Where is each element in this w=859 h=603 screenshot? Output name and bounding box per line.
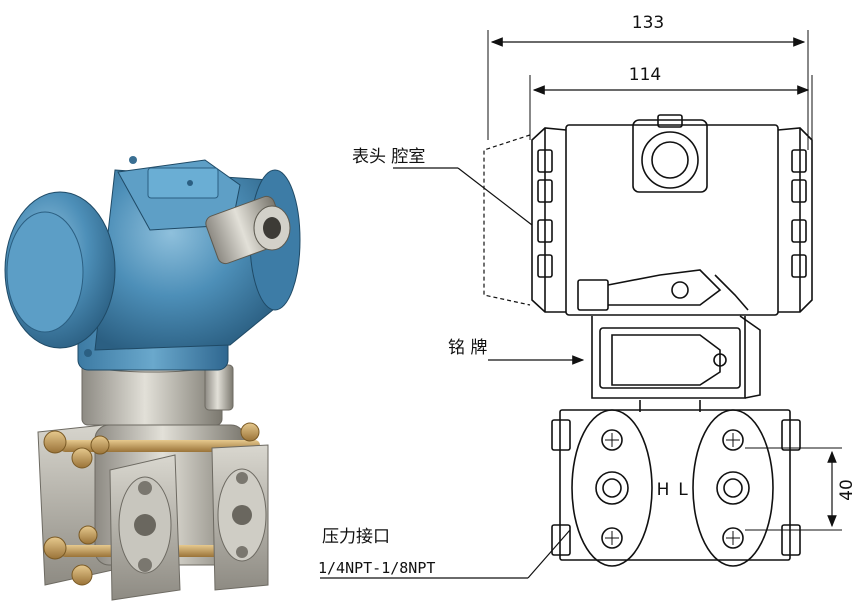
dim-label-spacing: 40 — [837, 479, 857, 501]
label-pressure-port: 压力接口 — [322, 527, 390, 547]
technical-drawing — [320, 30, 842, 579]
label-nameplate: 铭 牌 — [448, 338, 487, 358]
port-marker-low: L — [678, 480, 688, 500]
dimension-housing-width — [529, 75, 813, 150]
label-thread-spec: 1/4NPT-1/8NPT — [318, 559, 435, 577]
blue-housing — [4, 156, 301, 371]
transmitter-photo — [4, 156, 301, 601]
port-marker-high: H — [657, 480, 670, 500]
housing-outline — [483, 114, 813, 316]
sensor-flange-assembly — [37, 419, 269, 601]
dimension-hole-spacing — [745, 447, 842, 531]
leader-lines — [320, 167, 585, 579]
dim-label-overall: 133 — [632, 13, 664, 33]
sensor-flanges-drawing — [551, 400, 801, 567]
cable-gland — [205, 195, 291, 265]
neck-nameplate — [591, 315, 761, 399]
label-meter-chamber: 表头 腔室 — [352, 147, 425, 167]
dim-label-housing: 114 — [629, 65, 661, 85]
